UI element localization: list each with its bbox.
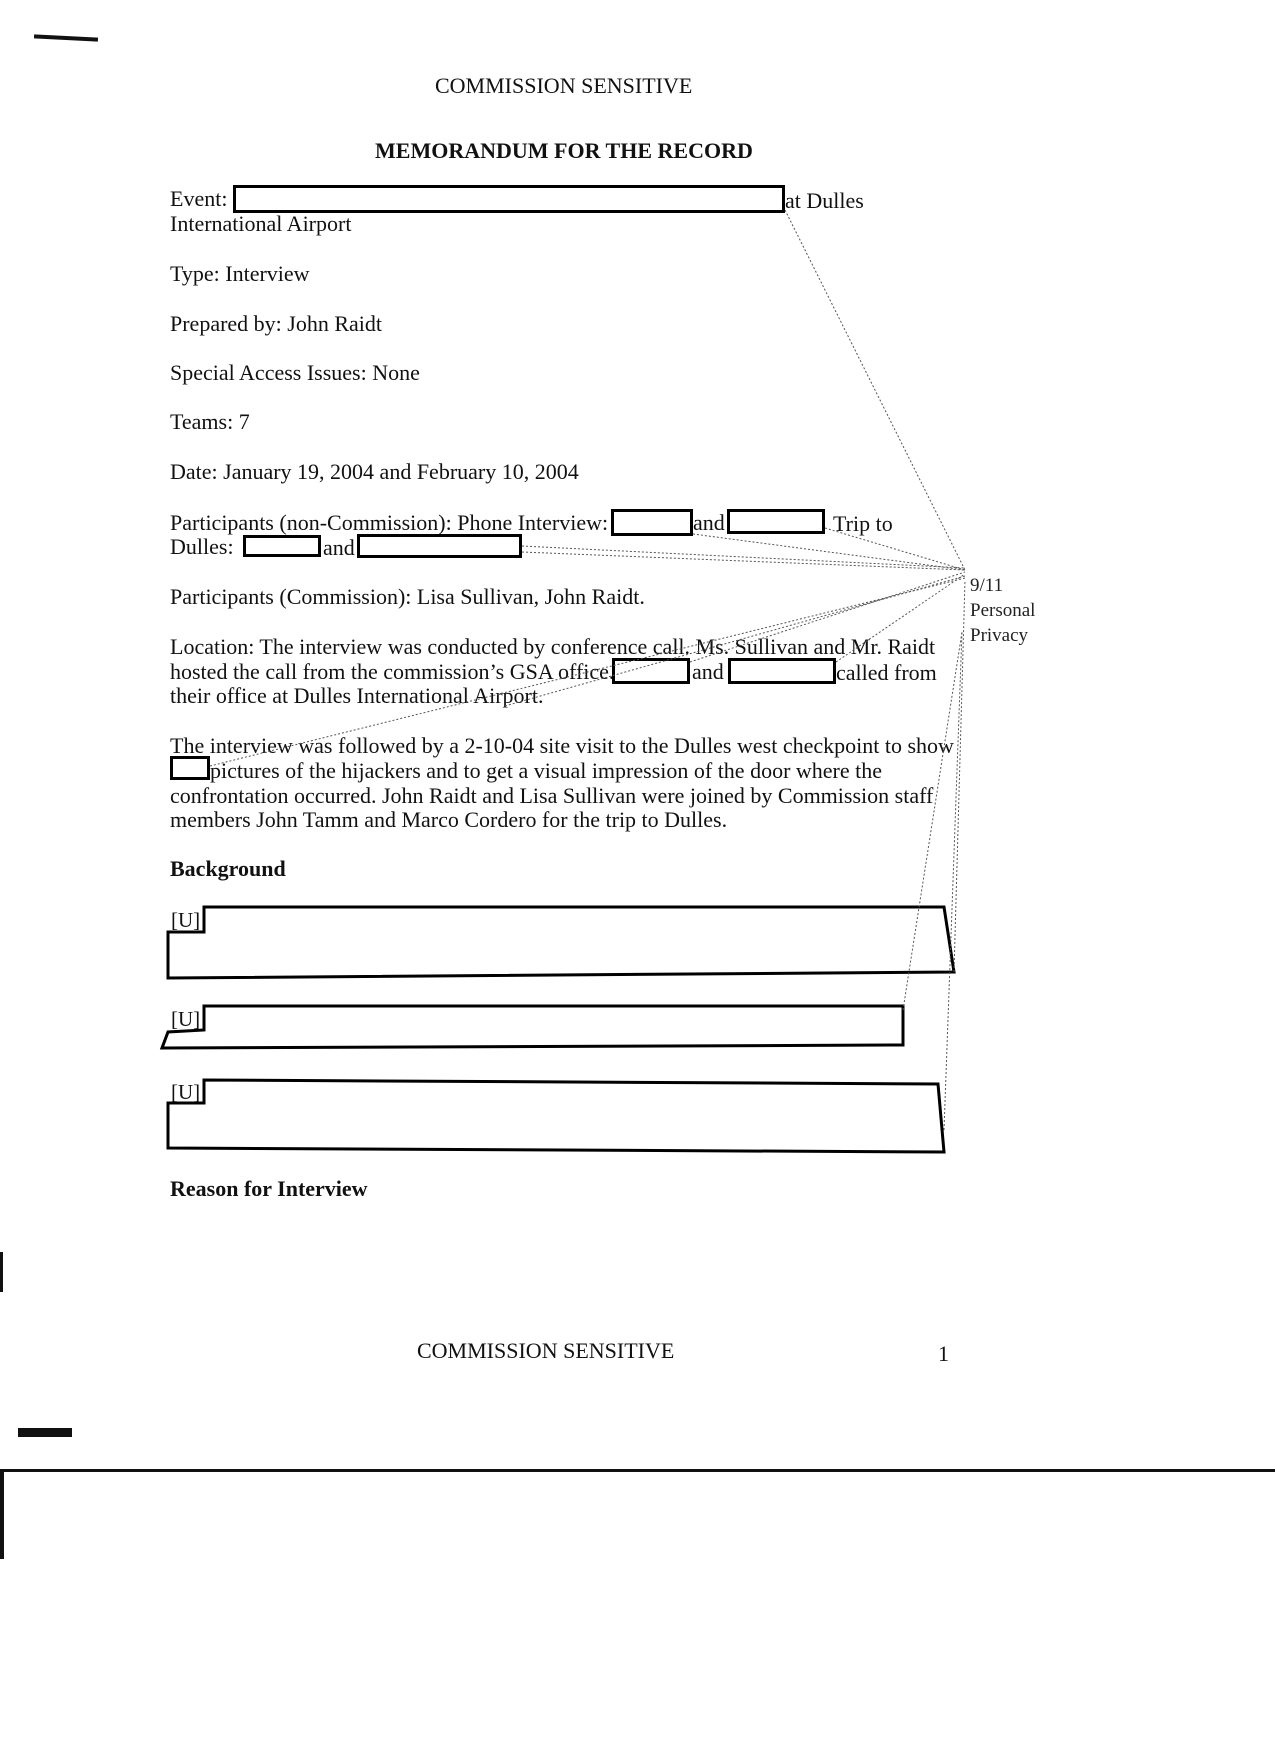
- background-marker-3: [U]: [171, 1080, 201, 1104]
- location-and: and: [692, 659, 724, 684]
- scan-mark-left: [0, 1252, 3, 1292]
- special-access-field: Special Access Issues: None: [170, 360, 420, 385]
- scan-mark-rule: [0, 1469, 1275, 1472]
- classification-header: COMMISSION SENSITIVE: [435, 73, 693, 98]
- participants-and-1: and: [693, 510, 725, 535]
- redaction-participant-1: [611, 509, 693, 536]
- background-marker-2: [U]: [171, 1007, 201, 1031]
- followup-line-1: The interview was followed by a 2-10-04 …: [170, 733, 954, 758]
- location-line-1: Location: The interview was conducted by…: [170, 634, 936, 659]
- redaction-event: [233, 185, 785, 213]
- redaction-background-3: [166, 1078, 946, 1154]
- background-heading: Background: [170, 856, 286, 881]
- exemption-note-line-1: 9/11: [970, 575, 1004, 596]
- redaction-participant-2: [727, 509, 825, 534]
- type-field: Type: Interview: [170, 261, 310, 286]
- redaction-participant-4: [357, 534, 522, 558]
- redaction-location-1: [612, 658, 690, 684]
- event-line2: International Airport: [170, 211, 352, 236]
- participants-commission: Participants (Commission): Lisa Sullivan…: [170, 584, 645, 609]
- reason-heading: Reason for Interview: [170, 1176, 368, 1201]
- location-line-2a: hosted the call from the commission’s GS…: [170, 659, 615, 684]
- prepared-by-field: Prepared by: John Raidt: [170, 311, 383, 336]
- background-marker-1: [U]: [171, 908, 201, 932]
- followup-line-4: members John Tamm and Marco Cordero for …: [170, 807, 728, 832]
- redaction-background-1: [166, 905, 956, 980]
- followup-line-2: pictures of the hijackers and to get a v…: [210, 758, 883, 783]
- followup-line-3: confrontation occurred. John Raidt and L…: [170, 783, 934, 808]
- scan-mark-corner: [0, 1469, 4, 1559]
- page-title: MEMORANDUM FOR THE RECORD: [375, 138, 753, 163]
- teams-field: Teams: 7: [170, 409, 250, 434]
- event-label: Event:: [170, 186, 228, 211]
- redaction-participant-3: [243, 535, 321, 557]
- event-suffix: at Dulles: [785, 188, 864, 213]
- exemption-note-line-3: Privacy: [970, 625, 1029, 646]
- exemption-leader-lines: [209, 209, 966, 1131]
- location-line-3: their office at Dulles International Air…: [170, 683, 544, 708]
- participants-and-2: and: [323, 535, 355, 560]
- classification-footer: COMMISSION SENSITIVE: [417, 1338, 675, 1363]
- participants-trip: Trip to: [833, 511, 893, 536]
- date-field: Date: January 19, 2004 and February 10, …: [170, 459, 579, 484]
- exemption-note-line-2: Personal: [970, 600, 1036, 621]
- redaction-background-2: [159, 1004, 905, 1050]
- location-line-2b: called from: [836, 660, 937, 685]
- redaction-location-2: [728, 658, 836, 684]
- participants-noncommission-label: Participants (non-Commission): Phone Int…: [170, 510, 609, 535]
- participants-dulles: Dulles:: [170, 534, 234, 559]
- page-number: 1: [938, 1341, 949, 1366]
- scan-mark-small: [18, 1428, 72, 1437]
- redaction-followup: [170, 756, 210, 780]
